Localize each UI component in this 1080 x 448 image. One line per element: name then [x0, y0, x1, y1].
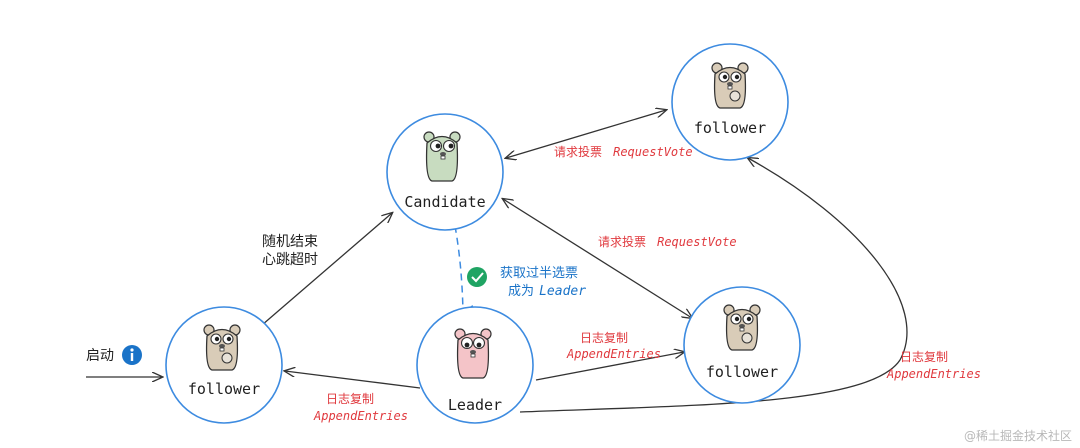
edge-vote-top-arrow — [506, 110, 666, 158]
edge-timeout-arrow — [261, 213, 392, 326]
edge-append-left-label-en: AppendEntries — [313, 409, 408, 423]
check-icon — [467, 267, 487, 287]
node-follower-right: follower — [683, 286, 801, 404]
edge-elected-label-1: 获取过半选票 — [500, 266, 578, 281]
edge-vote-top-label: 请求投票 RequestVote — [554, 141, 693, 160]
gopher-icon — [423, 131, 461, 182]
edge-append-right-label-en: AppendEntries — [566, 347, 661, 361]
gopher-icon — [711, 62, 749, 109]
edge-timeout-label-1: 随机结束 — [262, 234, 318, 250]
edge-append-right-label-cn: 日志复制 — [580, 331, 628, 345]
info-icon — [122, 345, 142, 365]
edge-start-label: 启动 — [86, 348, 114, 364]
edge-append-left-arrow — [285, 371, 421, 389]
edge-append-right-arrow — [535, 352, 684, 381]
edge-timeout-label-2: 心跳超时 — [262, 252, 318, 268]
edge-elected-label-2: 成为 Leader — [508, 280, 586, 299]
edge-append-top-label-en: AppendEntries — [886, 367, 981, 381]
edge-append-top-label-cn: 日志复制 — [900, 350, 948, 364]
node-candidate: Candidate — [386, 113, 504, 231]
edge-vote-right-arrow — [503, 199, 692, 318]
node-follower-left: follower — [165, 306, 283, 424]
node-label: Leader — [448, 396, 502, 414]
watermark: @稀土掘金技术社区 — [964, 428, 1072, 443]
edge-append-left-label-cn: 日志复制 — [326, 392, 374, 406]
node-leader: Leader — [416, 306, 534, 424]
node-label: follower — [694, 119, 766, 137]
edge-append-top-arrow — [519, 158, 908, 413]
edge-vote-right-label: 请求投票 RequestVote — [598, 231, 737, 250]
gopher-icon — [454, 328, 492, 379]
node-label: Candidate — [404, 193, 485, 211]
edge-elected-arrow — [454, 225, 463, 312]
node-follower-top: follower — [671, 43, 789, 161]
gopher-icon — [723, 304, 761, 351]
node-label: follower — [188, 380, 260, 398]
gopher-icon — [203, 324, 241, 371]
node-label: follower — [706, 363, 778, 381]
